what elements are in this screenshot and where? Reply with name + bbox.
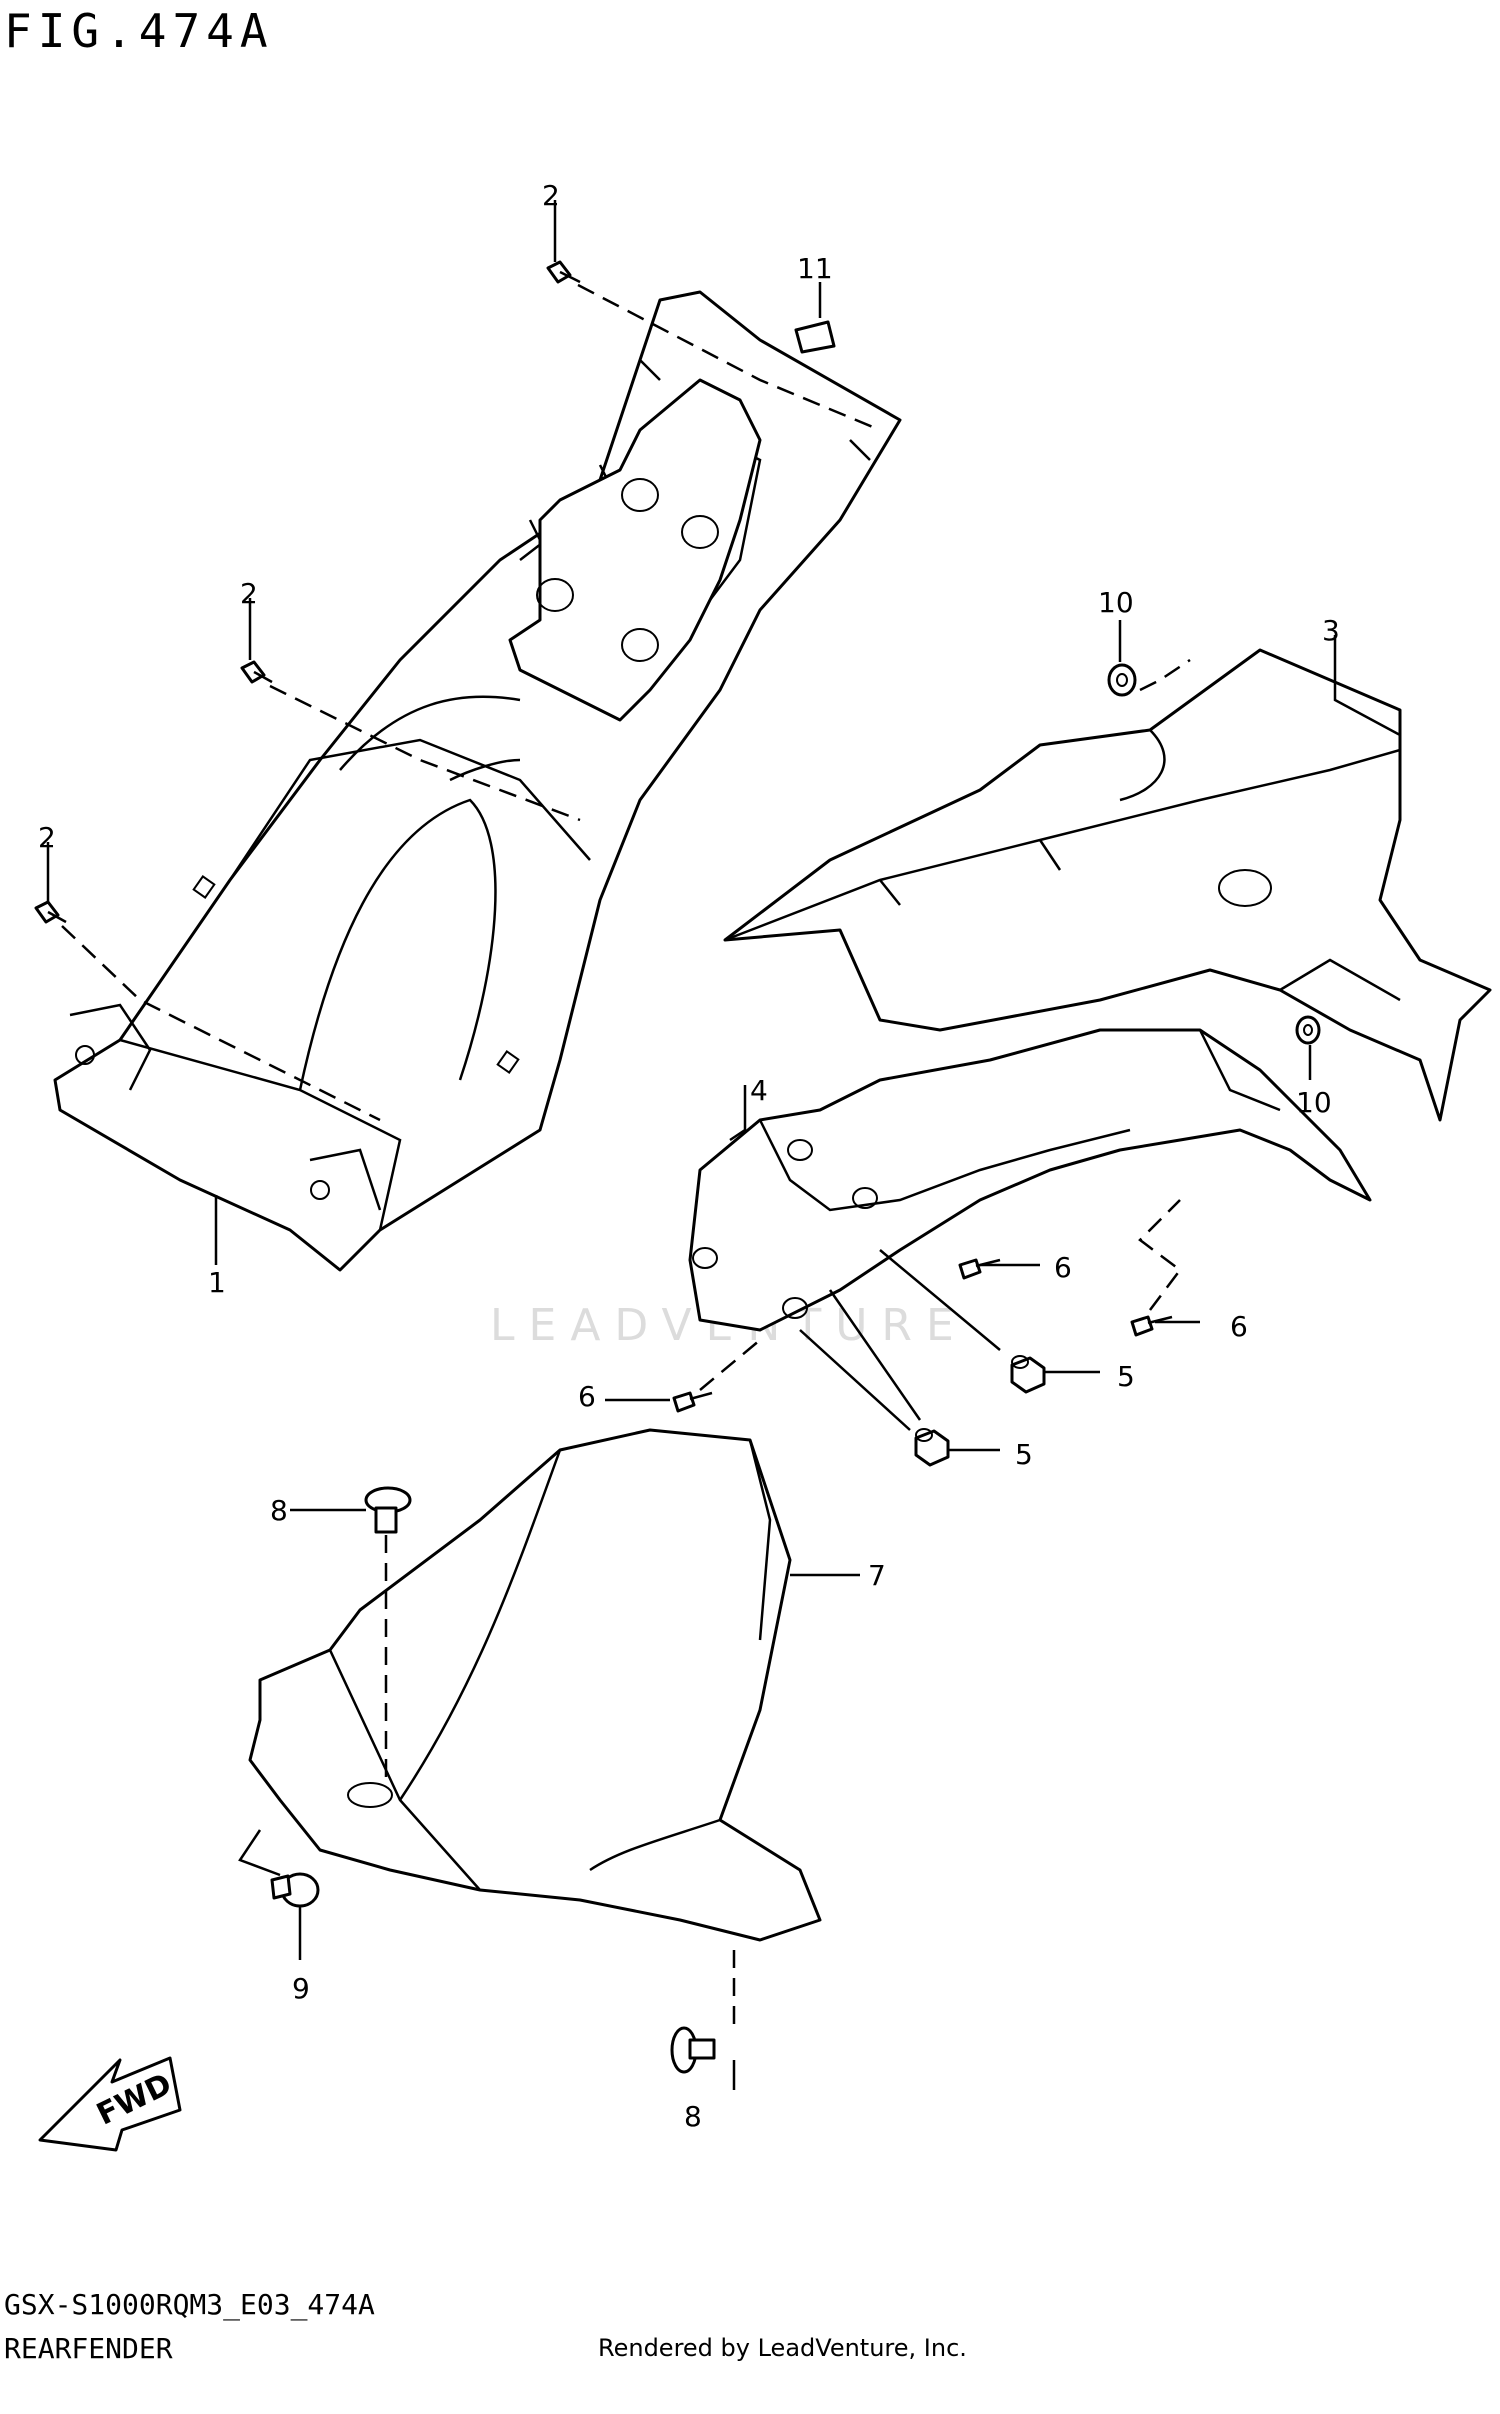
- callout-6-far-right: 6: [1230, 1310, 1248, 1343]
- callout-1: 1: [208, 1266, 226, 1299]
- figure-title: FIG.474A: [4, 4, 274, 58]
- callout-5-left: 5: [1015, 1438, 1033, 1471]
- part-10a-grommet: [1107, 663, 1137, 697]
- fastener-6a-screw: [958, 1258, 1001, 1280]
- callout-11: 11: [797, 252, 833, 285]
- part-3-rear-cowl: [723, 648, 1492, 1122]
- callout-8-bottom: 8: [684, 2100, 702, 2133]
- fastener-2a-screw: [546, 260, 581, 284]
- fastener-8a-bolt: [364, 1486, 412, 1534]
- render-credit: Rendered by LeadVenture, Inc.: [598, 2334, 967, 2362]
- callout-6-right: 6: [1054, 1251, 1072, 1284]
- assembly-lines: [46, 200, 1401, 2090]
- fastener-5b-nut: [914, 1428, 950, 1467]
- callout-8-top: 8: [270, 1494, 288, 1527]
- fastener-2b-screw: [240, 660, 273, 684]
- part-1-upper-plate: [508, 378, 762, 722]
- part-7-hugger: [248, 1428, 822, 1942]
- callout-7: 7: [868, 1559, 886, 1592]
- part-4-bracket: [688, 1028, 1372, 1332]
- fastener-9-bolt: [270, 1872, 320, 1908]
- part-11-label: [794, 320, 836, 354]
- callout-2-mid: 2: [240, 577, 258, 610]
- fastener-5a-nut: [1010, 1355, 1046, 1394]
- part-10b-grommet: [1295, 1015, 1321, 1045]
- callout-9: 9: [292, 1972, 310, 2005]
- fastener-6c-screw: [672, 1391, 713, 1413]
- figure-code: GSX-S1000RQM3_E03_474A: [4, 2288, 375, 2321]
- callout-10-top: 10: [1098, 586, 1134, 619]
- callout-10-bottom: 10: [1296, 1086, 1332, 1119]
- callout-5-right: 5: [1117, 1360, 1135, 1393]
- fwd-arrow-icon: FWD: [38, 2056, 182, 2152]
- callout-2-left: 2: [38, 821, 56, 854]
- fastener-8b-bolt: [670, 2026, 716, 2074]
- figure-name: REARFENDER: [4, 2332, 173, 2365]
- callout-3: 3: [1322, 614, 1340, 647]
- callout-2-top: 2: [542, 179, 560, 212]
- callout-6-left: 6: [578, 1380, 596, 1413]
- callout-4: 4: [750, 1074, 768, 1107]
- fastener-2c-screw: [34, 900, 67, 924]
- fastener-6b-screw: [1130, 1315, 1173, 1337]
